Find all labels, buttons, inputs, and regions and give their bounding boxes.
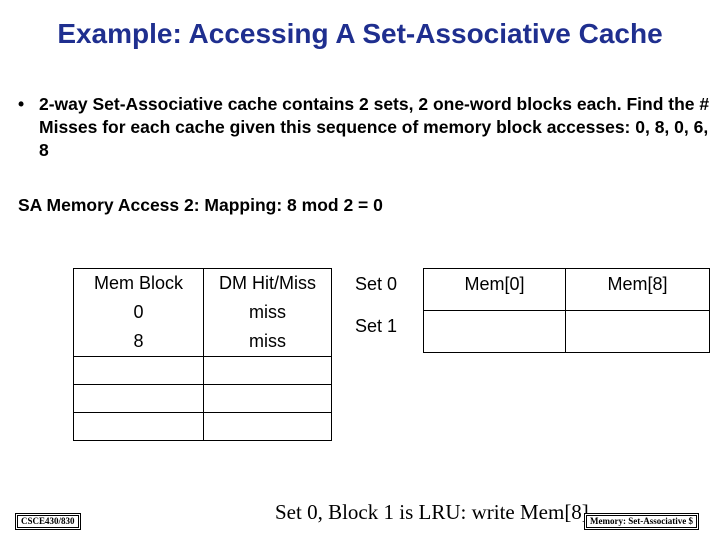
set1-block1 [565, 310, 710, 353]
bullet-text: 2-way Set-Associative cache contains 2 s… [39, 94, 710, 160]
empty-cell [73, 412, 204, 441]
mapping-line: SA Memory Access 2: Mapping: 8 mod 2 = 0 [18, 195, 383, 215]
mem-block-value: 0 [133, 302, 144, 322]
hit-miss-cell: DM Hit/Miss miss miss [203, 268, 332, 357]
set0-block0: Mem[0] [423, 268, 566, 311]
empty-cell [203, 384, 332, 413]
empty-cell [73, 356, 204, 385]
mem-block-cell: Mem Block 0 8 [73, 268, 204, 357]
slide-topic: Memory: Set-Associative $ [586, 515, 697, 528]
set0-block1: Mem[8] [565, 268, 710, 311]
lru-note: Set 0, Block 1 is LRU: write Mem[8] [275, 500, 589, 524]
mem-block-value: 8 [133, 331, 144, 351]
cache-sets-table: Mem[0] Mem[8] [423, 268, 710, 353]
slide-topic-box: Memory: Set-Associative $ [584, 513, 699, 530]
empty-cell [73, 384, 204, 413]
mem-block-header: Mem Block [93, 273, 183, 293]
hit-miss-header: DM Hit/Miss [219, 273, 316, 293]
course-code: CSCE430/830 [17, 515, 79, 528]
set1-block0 [423, 310, 566, 353]
course-code-box: CSCE430/830 [15, 513, 81, 530]
empty-cell [203, 412, 332, 441]
set-1-label: Set 1 [355, 316, 398, 336]
hit-miss-value: miss [249, 302, 286, 322]
set-0-label: Set 0 [355, 274, 398, 294]
slide-title: Example: Accessing A Set-Associative Cac… [57, 18, 663, 49]
access-table: Mem Block 0 8 DM Hit/Miss miss miss [73, 268, 332, 441]
bullet-marker: • [18, 94, 25, 114]
hit-miss-value: miss [249, 331, 286, 351]
empty-cell [203, 356, 332, 385]
